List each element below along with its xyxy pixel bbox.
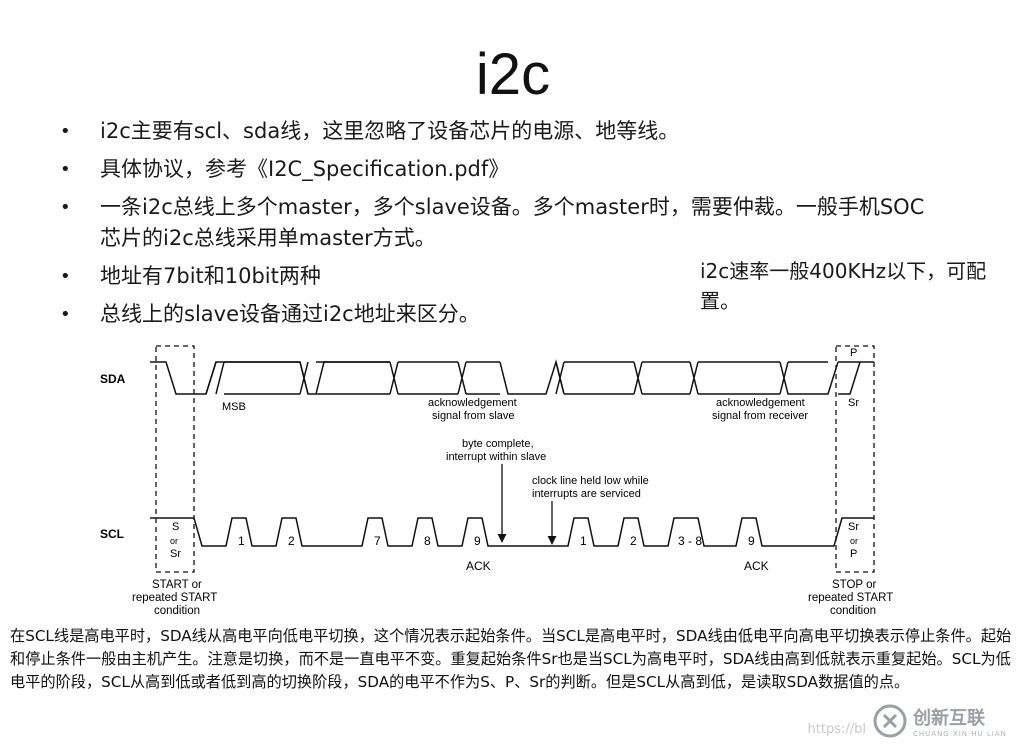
side-note: i2c速率一般400KHz以下，可配置。 <box>700 259 987 313</box>
bullet-dot: • <box>60 121 71 142</box>
clock-held-line1: clock line held low while <box>532 475 649 487</box>
pulse-labels: 1 2 7 8 9 1 2 3 - 8 9 <box>238 534 755 548</box>
ack-label-1: ACK <box>466 559 491 573</box>
scl-waveform <box>150 517 874 547</box>
bullet-dot: • <box>60 159 71 180</box>
bullet-item: • 地址有7bit和10bit两种 <box>60 261 960 292</box>
ack-slave-line1: acknowledgement <box>428 397 517 409</box>
stop-cond-line3: condition <box>830 605 876 617</box>
bullet-text: i2c主要有scl、sda线，这里忽略了设备芯片的电源、地等线。 <box>100 119 680 143</box>
end-p-label: P <box>850 548 857 560</box>
watermark-brand-sub: CHUANG XIN HU LIAN <box>913 730 1007 738</box>
watermark-brand: 创新互联 <box>913 708 985 729</box>
bullet-item: • 总线上的slave设备通过i2c地址来区分。 <box>60 299 960 330</box>
watermark-url: https://bl <box>807 722 866 737</box>
start-s-label: S <box>172 521 179 533</box>
ack-label-2: ACK <box>744 559 769 573</box>
bullet-item: • i2c主要有scl、sda线，这里忽略了设备芯片的电源、地等线。 <box>60 116 960 147</box>
brand-logo-icon <box>873 704 907 738</box>
start-condition-box <box>155 345 195 573</box>
bullet-text: 一条i2c总线上多个master，多个slave设备。多个master时，需要仲… <box>100 195 925 250</box>
stop-condition-box <box>835 345 875 573</box>
sr-top-label: Sr <box>848 397 859 409</box>
stop-cond-line2: repeated START <box>808 592 893 604</box>
clock-held-line2: interrupts are serviced <box>532 488 641 500</box>
bullet-list: • i2c主要有scl、sda线，这里忽略了设备芯片的电源、地等线。 • 具体协议，… <box>60 116 960 337</box>
start-cond-line3: condition <box>154 605 200 617</box>
pulse-label: 1 <box>238 534 245 548</box>
bullet-text: 具体协议，参考《I2C_Specification.pdf》 <box>100 157 510 181</box>
byte-complete-line1: byte complete, <box>462 438 534 450</box>
start-cond-line2: repeated START <box>132 592 217 604</box>
msb-label: MSB <box>222 401 246 413</box>
bullet-text: 地址有7bit和10bit两种 <box>100 264 321 288</box>
pulse-label: 2 <box>288 534 295 548</box>
caption-paragraph: 在SCL线是高电平时，SDA线从高电平向低电平切换，这个情况表示起始条件。当SC… <box>10 627 1012 691</box>
i2c-timing-diagram: SDA MSB acknowledgement signal from slav… <box>100 345 893 617</box>
pulse-label: 2 <box>630 534 637 548</box>
scl-label: SCL <box>100 527 124 541</box>
p-top-label: P <box>850 347 857 359</box>
bullet-dot: • <box>60 304 71 325</box>
start-condition-label: START or repeated START condition <box>132 579 217 617</box>
end-or-label: or <box>850 536 858 546</box>
pulse-label: 9 <box>474 534 481 548</box>
start-or-label: or <box>170 536 178 546</box>
bullet-dot: • <box>60 266 71 287</box>
watermark-logo: 创新互联 CHUANG XIN HU LIAN <box>873 701 1018 741</box>
bullet-dot: • <box>60 197 71 218</box>
sda-waveform <box>150 359 874 395</box>
pulse-label: 8 <box>424 534 431 548</box>
pulse-label: 9 <box>748 534 755 548</box>
stop-condition-label: STOP or repeated START condition <box>808 579 893 617</box>
end-sr-label: Sr <box>848 521 859 533</box>
byte-complete-line2: interrupt within slave <box>446 451 546 463</box>
slide-title: i2c <box>475 42 551 107</box>
pulse-label: 7 <box>374 534 381 548</box>
pulse-label: 1 <box>580 534 587 548</box>
stop-cond-line1: STOP or <box>832 579 876 591</box>
sda-label: SDA <box>100 372 126 386</box>
bullet-item: • 具体协议，参考《I2C_Specification.pdf》 <box>60 154 960 185</box>
start-sr-label: Sr <box>170 548 181 560</box>
pulse-label: 3 - 8 <box>678 534 702 548</box>
bullet-item: • 一条i2c总线上多个master，多个slave设备。多个master时，需要… <box>60 192 940 254</box>
ack-slave-line2: signal from slave <box>432 410 515 422</box>
ack-receiver-line2: signal from receiver <box>712 410 808 422</box>
start-cond-line1: START or <box>152 579 202 591</box>
bullet-text: 总线上的slave设备通过i2c地址来区分。 <box>100 302 480 326</box>
ack-receiver-line1: acknowledgement <box>716 397 805 409</box>
